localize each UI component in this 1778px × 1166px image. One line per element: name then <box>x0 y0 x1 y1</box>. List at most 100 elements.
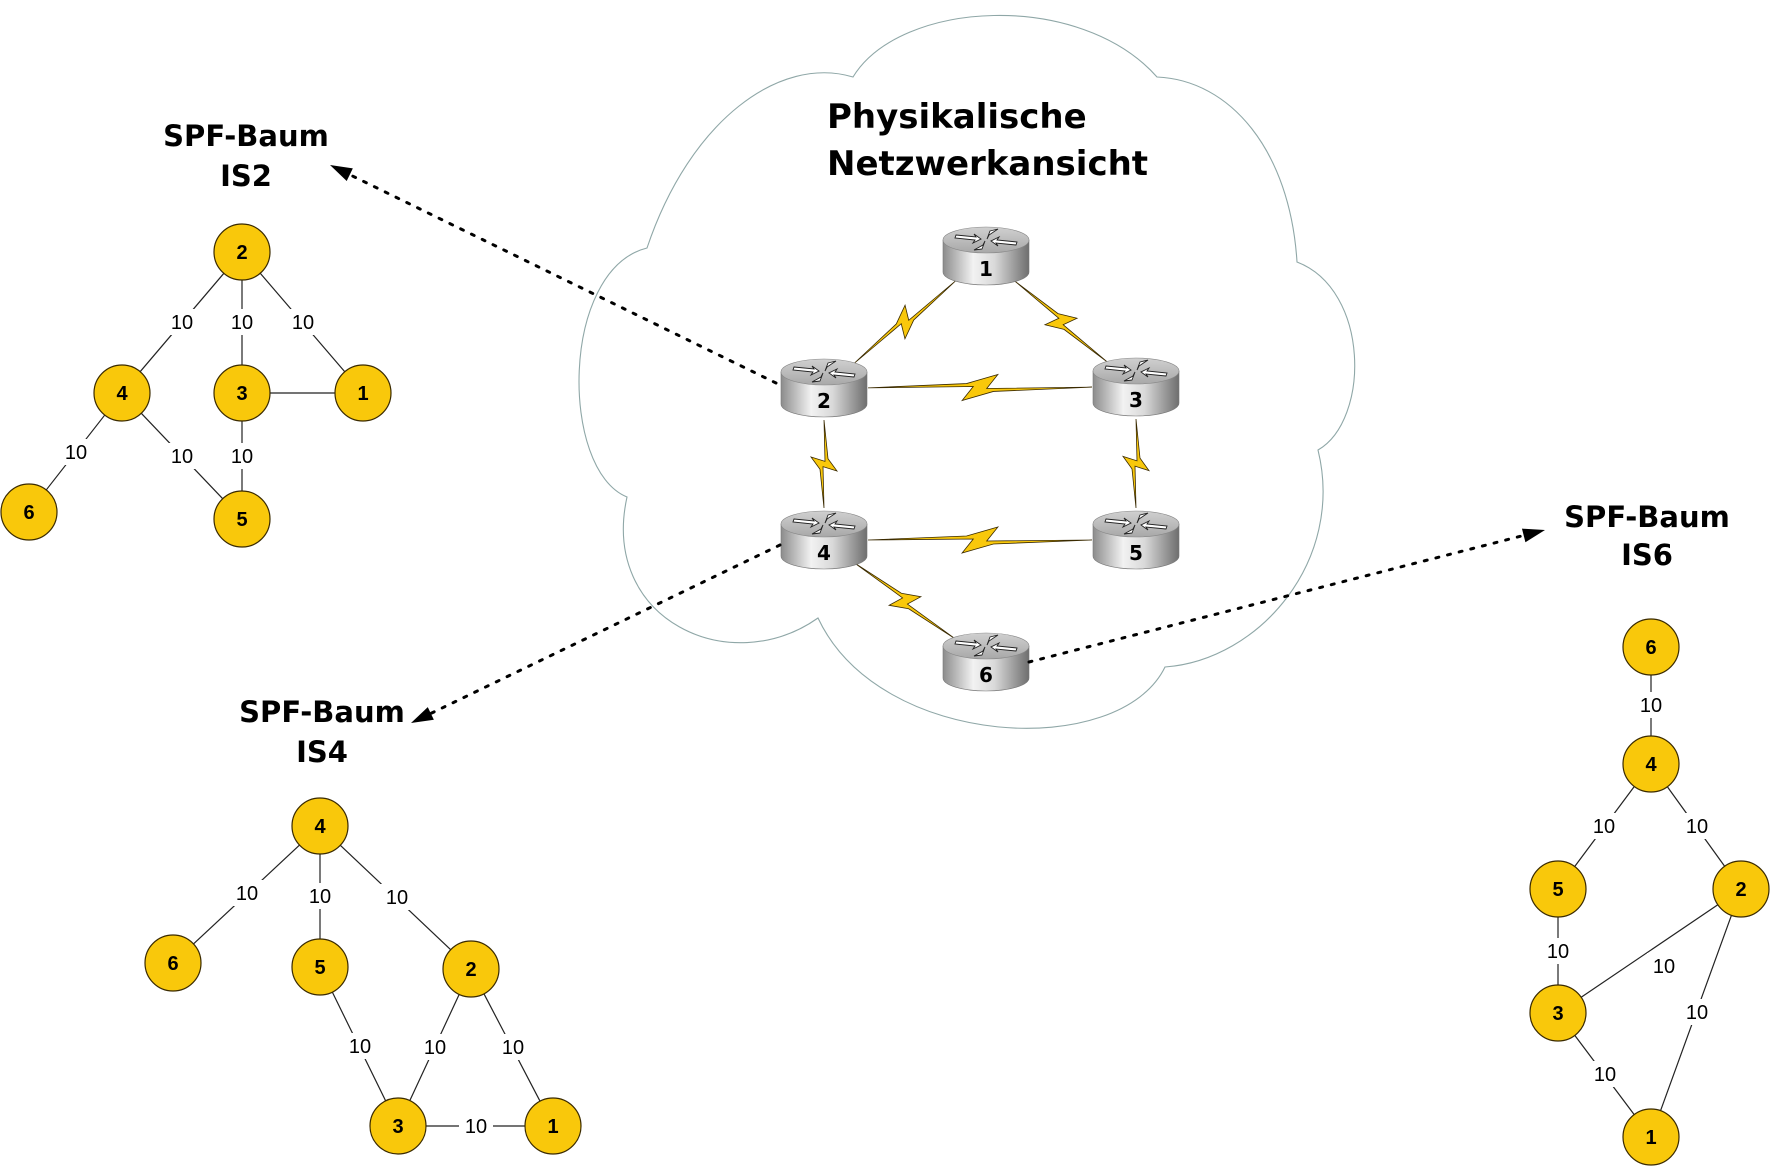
node-label: 2 <box>1735 879 1746 901</box>
edge-weight: 10 <box>1594 1064 1616 1086</box>
node-circle <box>1622 1108 1680 1166</box>
weight-background <box>1680 999 1714 1025</box>
node-label: 2 <box>465 959 476 981</box>
tree-node-2[interactable]: 2 <box>442 940 500 998</box>
node-label: 6 <box>167 953 178 975</box>
router-label: 1 <box>979 257 993 281</box>
tree-node-2[interactable]: 2 <box>1712 860 1770 918</box>
router-arrows-icon <box>792 512 856 535</box>
tree-node-4[interactable]: 4 <box>93 364 151 422</box>
dotted-line <box>1027 532 1530 664</box>
weight-background <box>459 1113 493 1139</box>
router-arrows-icon <box>792 360 856 383</box>
router-top <box>942 632 1030 660</box>
tree-node-2[interactable]: 2 <box>213 223 271 281</box>
router-arrows-icon <box>954 634 1018 657</box>
cloud-title-line2: Netzwerkansicht <box>827 144 1148 184</box>
arrowhead-icon <box>411 707 434 723</box>
node-circle <box>524 1097 582 1155</box>
tree-node-6[interactable]: 6 <box>1622 618 1680 676</box>
tree-nodes: 2 4 3 1 6 5 <box>0 223 392 548</box>
router-6[interactable]: 6 <box>942 632 1030 692</box>
tree-title-line2: IS4 <box>296 735 348 769</box>
router-top <box>1092 510 1180 538</box>
tree-node-6[interactable]: 6 <box>144 934 202 992</box>
node-label: 1 <box>547 1116 558 1138</box>
router-label: 6 <box>979 663 993 687</box>
node-circle <box>1529 860 1587 918</box>
tree-nodes: 6 4 5 2 3 1 <box>1529 618 1770 1166</box>
weight-background <box>1541 938 1575 964</box>
router-2[interactable]: 2 <box>780 358 868 418</box>
router-label: 5 <box>1129 541 1143 565</box>
pointer-is6 <box>1027 528 1545 664</box>
tree-node-4[interactable]: 4 <box>291 797 349 855</box>
router-4[interactable]: 4 <box>780 510 868 570</box>
node-label: 6 <box>23 502 34 524</box>
edge-weight: 10 <box>1593 816 1615 838</box>
serial-links <box>809 279 1151 640</box>
node-circle <box>442 940 500 998</box>
edge-weight: 10 <box>171 446 193 468</box>
node-label: 5 <box>314 957 325 979</box>
weight-background <box>225 443 259 469</box>
edge-weight: 10 <box>231 446 253 468</box>
router-3[interactable]: 3 <box>1092 357 1180 417</box>
node-circle <box>93 364 151 422</box>
serial-link-3-5 <box>1121 418 1151 509</box>
edge-weight: 10 <box>1686 816 1708 838</box>
edge-weight: 10 <box>424 1037 446 1059</box>
edge-weight: 10 <box>502 1037 524 1059</box>
weight-background <box>380 884 414 910</box>
node-circle <box>213 364 271 422</box>
node-label: 4 <box>116 383 128 405</box>
node-circle <box>213 490 271 548</box>
edge-weight: 10 <box>1640 695 1662 717</box>
weight-background <box>286 309 320 335</box>
router-1[interactable]: 1 <box>942 226 1030 286</box>
weight-background <box>343 1033 377 1059</box>
tree-title-line1: SPF-Baum <box>239 695 405 729</box>
node-circle <box>1529 984 1587 1042</box>
tree-node-4[interactable]: 4 <box>1622 735 1680 793</box>
tree-node-1[interactable]: 1 <box>1622 1108 1680 1166</box>
tree-nodes: 4 6 5 2 3 1 <box>144 797 582 1155</box>
tree-node-3[interactable]: 3 <box>213 364 271 422</box>
router-top <box>780 358 868 386</box>
edge-weight: 10 <box>309 886 331 908</box>
node-label: 3 <box>392 1116 403 1138</box>
edge-weight: 10 <box>349 1036 371 1058</box>
node-circle <box>1712 860 1770 918</box>
serial-link-4-5 <box>867 526 1093 554</box>
arrowhead-icon <box>330 165 353 181</box>
weight-background <box>1587 813 1621 839</box>
tree-node-5[interactable]: 5 <box>213 490 271 548</box>
node-circle <box>291 938 349 996</box>
tree-title-line2: IS6 <box>1621 538 1673 572</box>
node-circle <box>369 1097 427 1155</box>
tree-node-6[interactable]: 6 <box>0 483 58 541</box>
node-label: 1 <box>357 383 368 405</box>
tree-node-5[interactable]: 5 <box>1529 860 1587 918</box>
router-arrows-icon <box>1104 512 1168 535</box>
dotted-line <box>425 543 782 717</box>
tree-node-1[interactable]: 1 <box>524 1097 582 1155</box>
routers: 1 2 3 4 5 6 <box>780 226 1180 692</box>
weight-background <box>1588 1061 1622 1087</box>
edge-weight: 10 <box>465 1116 487 1138</box>
weight-background <box>1680 813 1714 839</box>
tree-node-3[interactable]: 3 <box>369 1097 427 1155</box>
router-5[interactable]: 5 <box>1092 510 1180 570</box>
tree-node-1[interactable]: 1 <box>334 364 392 422</box>
node-label: 4 <box>314 816 326 838</box>
tree-node-3[interactable]: 3 <box>1529 984 1587 1042</box>
node-label: 3 <box>236 383 247 405</box>
tree-node-5[interactable]: 5 <box>291 938 349 996</box>
dotted-line <box>344 171 778 385</box>
node-label: 6 <box>1645 637 1656 659</box>
